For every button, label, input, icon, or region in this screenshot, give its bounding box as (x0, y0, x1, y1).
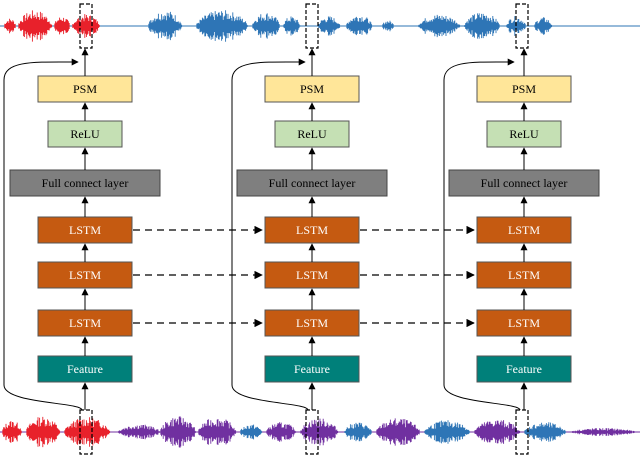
lstm-mid-box (264, 261, 360, 289)
lstm-bottom-label: LSTM (296, 316, 328, 330)
psm-label: PSM (73, 82, 97, 96)
lstm-mid-label: LSTM (296, 268, 328, 282)
waveform-burst (160, 416, 196, 448)
waveform-burst (506, 16, 526, 36)
waveform-burst (464, 13, 500, 39)
waveform-burst (376, 418, 420, 446)
waveform-burst (252, 13, 280, 39)
waveform-burst (283, 16, 301, 36)
psm-box (476, 75, 572, 103)
recurrent-connections (133, 225, 475, 328)
waveform-burst (570, 428, 637, 436)
lstm-top-box (264, 216, 360, 244)
psm-label: PSM (512, 82, 536, 96)
waveform-burst (2, 421, 22, 443)
full-connect-box (236, 169, 388, 197)
full-connect-label: Full connect layer (42, 176, 129, 190)
output-frame-marker-1 (79, 3, 93, 49)
waveform-burst (424, 420, 471, 444)
waveform-burst (524, 422, 567, 442)
waveform-burst (54, 17, 70, 35)
relu-label: ReLU (509, 127, 539, 141)
feature-label: Feature (294, 362, 330, 376)
skip-connection-1 (3, 58, 83, 411)
waveform-burst (418, 14, 461, 38)
full-connect-label: Full connect layer (481, 176, 568, 190)
waveform-burst (18, 10, 53, 42)
waveform-burst (474, 420, 521, 444)
lstm-mid-label: LSTM (69, 268, 101, 282)
lstm-bottom-label: LSTM (69, 316, 101, 330)
waveform-burst (240, 424, 263, 440)
relu-box (47, 120, 123, 148)
feature-box (264, 355, 360, 383)
waveform-burst (318, 16, 341, 36)
full-connect-label: Full connect layer (269, 176, 356, 190)
waveform-burst (198, 419, 237, 445)
psm-label: PSM (300, 82, 324, 96)
lstm-bottom-label: LSTM (508, 316, 540, 330)
output-waveform-signal (4, 10, 553, 42)
vertical-flow-arrows (81, 48, 528, 410)
waveform-burst (346, 16, 373, 36)
waveform-burst (72, 14, 100, 38)
full-connect-box (448, 169, 600, 197)
lstm-top-label: LSTM (508, 223, 540, 237)
waveform-burst (300, 418, 339, 446)
skip-connection-2 (231, 58, 309, 411)
feature-box (476, 355, 572, 383)
psm-box (37, 75, 133, 103)
skip-connection-3 (443, 58, 521, 411)
feature-label: Feature (506, 362, 542, 376)
lstm-top-box (476, 216, 572, 244)
waveform-burst (64, 417, 111, 447)
output-frame-marker-3 (515, 3, 529, 49)
relu-label: ReLU (70, 127, 100, 141)
input-waveform-signal (2, 416, 637, 448)
waveform-burst (118, 424, 161, 440)
full-connect-box (9, 169, 161, 197)
network-column-1: PSM ReLU Full connect layer LSTM LSTM LS… (9, 75, 161, 383)
relu-box (274, 120, 350, 148)
lstm-top-label: LSTM (296, 223, 328, 237)
waveform-burst (534, 17, 553, 35)
input-waveform (0, 416, 640, 448)
waveform-burst (4, 18, 16, 34)
waveform-burst (26, 416, 61, 448)
waveform-burst (148, 11, 183, 41)
lstm-top-label: LSTM (69, 223, 101, 237)
lstm-top-box (37, 216, 133, 244)
network-column-3: PSM ReLU Full connect layer LSTM LSTM LS… (448, 75, 600, 383)
waveform-burst (382, 20, 394, 32)
waveform-burst (196, 10, 248, 42)
lstm-mid-label: LSTM (508, 268, 540, 282)
skip-connections (3, 58, 521, 411)
waveform-burst (344, 422, 372, 442)
output-waveform (0, 10, 640, 42)
lstm-mid-box (476, 261, 572, 289)
input-frame-marker-3 (515, 409, 529, 455)
input-frame-marker-1 (79, 409, 93, 455)
waveform-burst (266, 422, 297, 442)
output-frame-marker-2 (305, 3, 319, 49)
feature-label: Feature (67, 362, 103, 376)
relu-label: ReLU (297, 127, 327, 141)
network-column-2: PSM ReLU Full connect layer LSTM LSTM LS… (236, 75, 388, 383)
